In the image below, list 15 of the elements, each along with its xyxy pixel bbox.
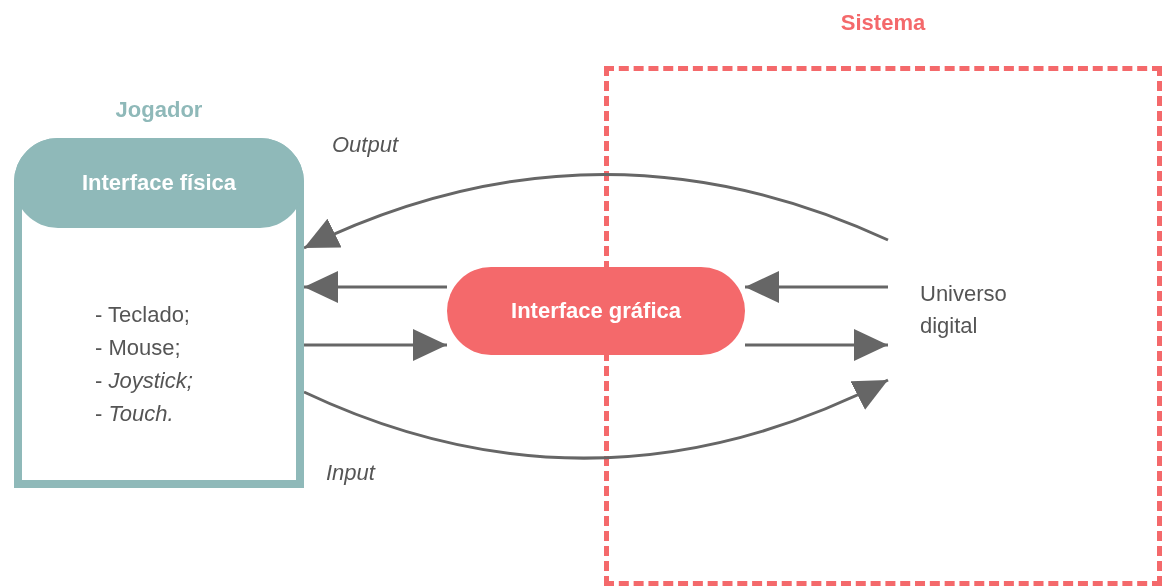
list-item: - Teclado; [95, 301, 191, 329]
arrow [745, 271, 888, 303]
process-pill: Interface gráfica [447, 267, 745, 355]
arrow [303, 173, 889, 250]
arrow [304, 329, 447, 361]
list-item: - Joystick; [95, 367, 193, 395]
node-label: Universo digital [920, 280, 1008, 340]
group-heading: Jogador [115, 96, 203, 124]
list-item: - Mouse; [95, 334, 182, 362]
panel-header: Interface física [14, 138, 304, 228]
arrow [745, 329, 888, 361]
list-item: - Touch. [95, 400, 175, 428]
group-heading: Sistema [840, 9, 926, 37]
arrow [304, 271, 447, 303]
arrow [303, 378, 889, 460]
